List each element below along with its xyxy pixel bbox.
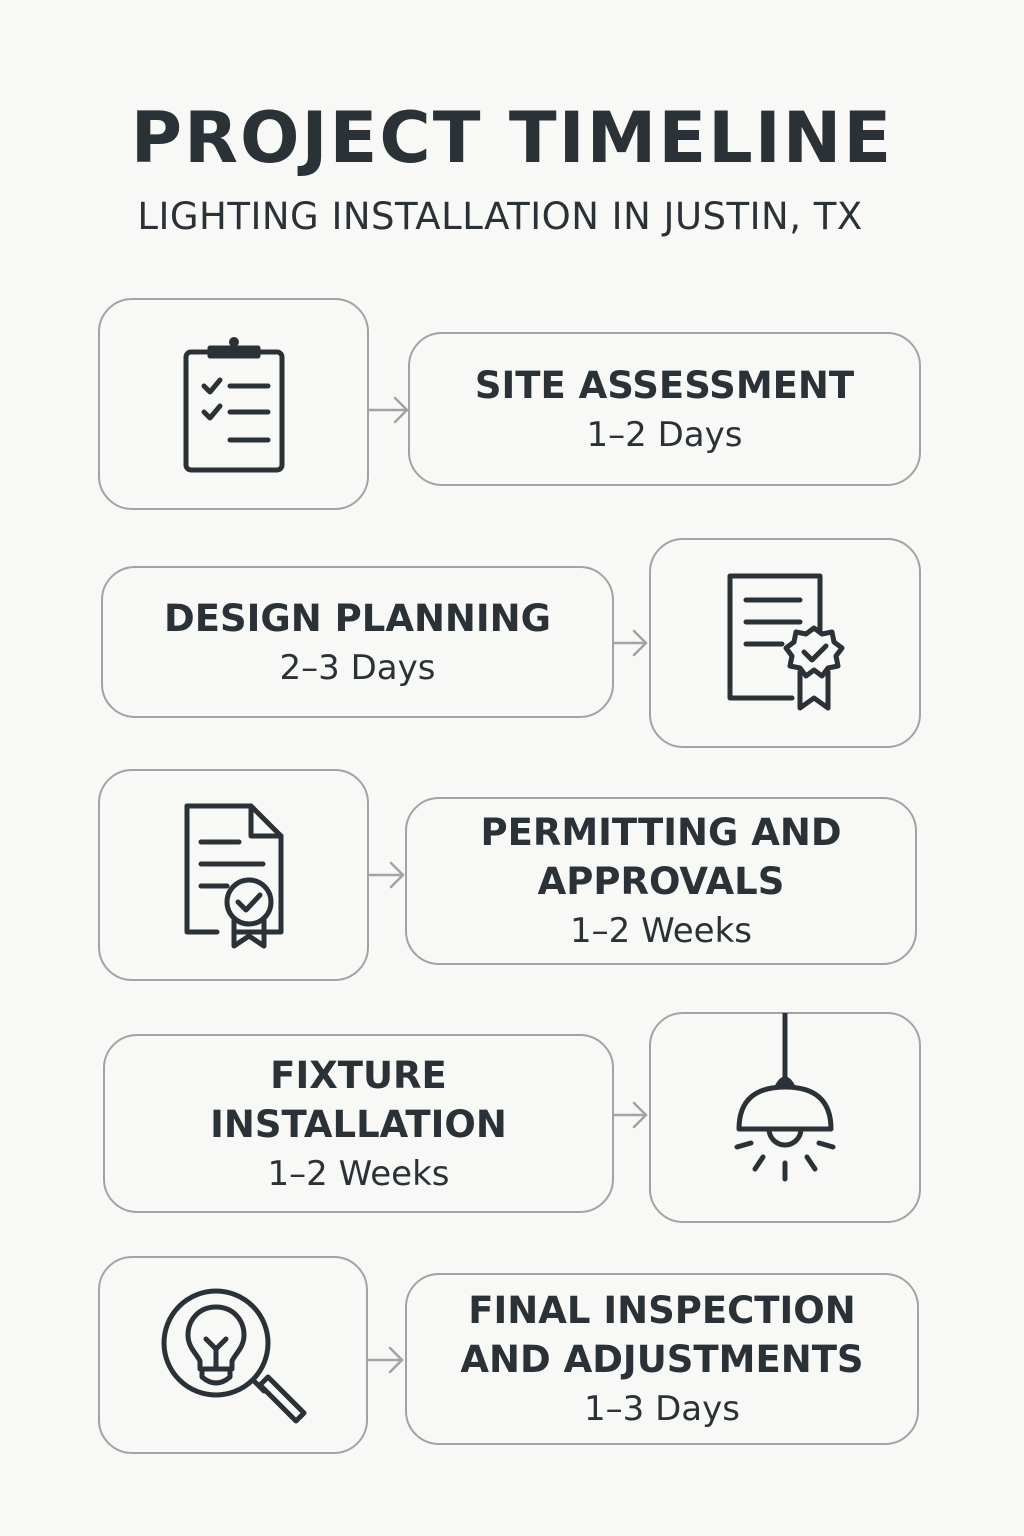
step-title: SITE ASSESSMENT [474, 363, 855, 407]
step-5-icon-card [98, 1256, 368, 1454]
permit-document-icon [184, 803, 283, 949]
step-1-icon-card [98, 298, 369, 510]
step-title: PERMITTING AND APPROVALS [480, 811, 842, 903]
step-title: FINAL INSPECTION AND ADJUSTMENTS [460, 1289, 864, 1381]
step-3-icon-card [98, 769, 369, 981]
step-duration: 1–2 Days [586, 414, 743, 455]
page-subtitle: LIGHTING INSTALLATION IN JUSTIN, TX [137, 195, 863, 238]
step-2-icon-card [649, 538, 921, 748]
step-duration: 1–2 Weeks [267, 1153, 450, 1194]
step-2-card: DESIGN PLANNING 2–3 Days [101, 566, 614, 718]
step-3-card: PERMITTING AND APPROVALS 1–2 Weeks [405, 797, 917, 965]
page-title: PROJECT TIMELINE [130, 97, 894, 179]
step-4-card: FIXTURE INSTALLATION 1–2 Weeks [103, 1034, 614, 1213]
document-certificate-icon [727, 573, 845, 711]
step-title: DESIGN PLANNING [164, 596, 551, 640]
step-5-card: FINAL INSPECTION AND ADJUSTMENTS 1–3 Day… [405, 1273, 919, 1445]
arrow-right-icon [369, 396, 409, 424]
step-title: FIXTURE INSTALLATION [210, 1053, 507, 1146]
arrow-right-icon [612, 1101, 648, 1129]
step-duration: 1–3 Days [584, 1389, 740, 1429]
step-1-card: SITE ASSESSMENT 1–2 Days [408, 332, 921, 486]
step-duration: 2–3 Days [279, 647, 436, 688]
arrow-right-icon [612, 629, 648, 657]
step-duration: 1–2 Weeks [570, 911, 752, 951]
step-4-icon-card [649, 1012, 921, 1223]
arrow-right-icon [368, 1346, 404, 1374]
clipboard-checklist-icon [183, 337, 284, 473]
pendant-lamp-icon [734, 1012, 836, 1181]
arrow-right-icon [369, 861, 405, 889]
bulb-magnifier-icon [161, 1288, 307, 1424]
